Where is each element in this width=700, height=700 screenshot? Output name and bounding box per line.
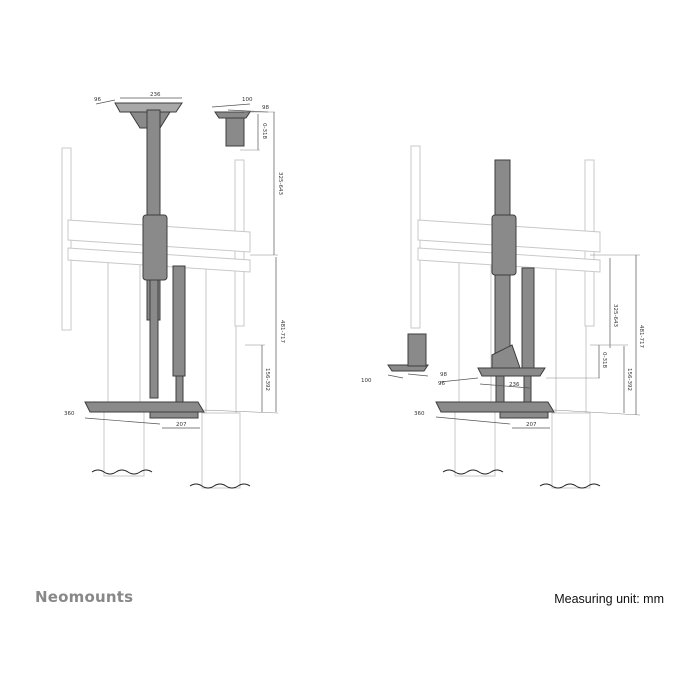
dim-label: 100 bbox=[361, 378, 372, 384]
left-figure: 96 236 100 98 0-318 325-643 481-717 156-… bbox=[61, 92, 285, 489]
dim-label: 98 bbox=[262, 105, 269, 111]
dim-label: 325-643 bbox=[277, 172, 283, 195]
dim-label: 98 bbox=[440, 372, 447, 378]
dim-label: 0-318 bbox=[601, 352, 607, 368]
dim-label: 207 bbox=[176, 422, 187, 428]
dim-label: 325-643 bbox=[612, 304, 618, 327]
dim-label: 96 bbox=[94, 97, 101, 103]
dim-label: 207 bbox=[526, 422, 537, 428]
dim-label: 360 bbox=[64, 411, 75, 417]
dim-label: 236 bbox=[509, 382, 520, 388]
brand-logo: Neomounts bbox=[35, 588, 134, 606]
dim-label: 481-717 bbox=[279, 320, 285, 343]
dim-label: 100 bbox=[242, 97, 253, 103]
stand-columns bbox=[91, 261, 251, 489]
dim-label: 0-318 bbox=[261, 123, 267, 139]
dim-label: 156-392 bbox=[264, 368, 270, 391]
stand-columns bbox=[442, 261, 601, 489]
dim-label: 96 bbox=[438, 381, 445, 387]
dimension-lines: 100 98 96 236 325-643 481-717 0-318 156-… bbox=[361, 254, 644, 429]
measuring-unit-note: Measuring unit: mm bbox=[554, 592, 664, 606]
dim-label: 360 bbox=[414, 411, 425, 417]
right-figure: 100 98 96 236 325-643 481-717 0-318 156-… bbox=[361, 145, 644, 489]
dim-label: 156-392 bbox=[626, 368, 632, 391]
dim-label: 236 bbox=[150, 92, 161, 98]
mount-bracket bbox=[84, 102, 251, 419]
dimension-lines: 96 236 100 98 0-318 325-643 481-717 156-… bbox=[64, 92, 285, 429]
dim-label: 481-717 bbox=[638, 325, 644, 348]
mount-bracket bbox=[387, 159, 555, 419]
